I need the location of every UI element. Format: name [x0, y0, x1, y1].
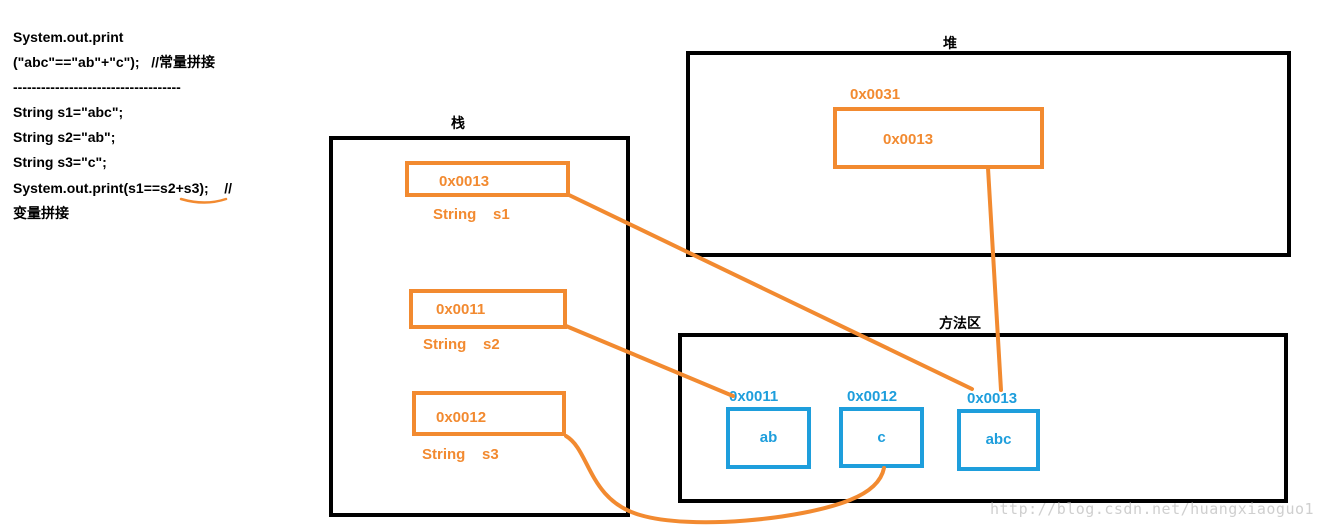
constant-address: 0x0012: [847, 388, 898, 405]
heap-title: 堆: [943, 35, 957, 51]
stack-var-box: 0x0012: [412, 391, 566, 436]
method-area-region: [678, 333, 1288, 503]
ref-line-s3: [564, 434, 886, 525]
stack-var-box: 0x0013: [405, 161, 570, 197]
stack-var-label: String s1: [433, 206, 510, 223]
stack-var-label: String s2: [423, 336, 500, 353]
code-line: String s3="c";: [13, 154, 107, 170]
constant-box: c: [839, 407, 924, 468]
heap-region: [686, 51, 1291, 257]
code-line: String s1="abc";: [13, 104, 124, 120]
code-line: ------------------------------------: [13, 79, 181, 95]
method-area-title: 方法区: [939, 315, 981, 331]
heap-object-address: 0x0031: [850, 86, 901, 103]
stack-region: [329, 136, 630, 517]
heap-object-box: 0x0013: [833, 107, 1044, 169]
watermark: http://blog.csdn.net/huangxiaoguo1: [990, 500, 1315, 518]
stack-var-label: String s3: [422, 446, 499, 463]
code-line: System.out.print: [13, 29, 124, 45]
stack-var-address: 0x0011: [436, 301, 486, 318]
constant-box: ab: [726, 407, 811, 469]
heap-object-value: 0x0013: [883, 131, 934, 148]
code-line: String s2="ab";: [13, 129, 116, 145]
code-line: System.out.print(s1==s2+s3); //: [13, 180, 233, 196]
code-line: 变量拼接: [13, 205, 69, 221]
stack-title: 栈: [451, 115, 465, 131]
ref-line-s1: [567, 193, 974, 391]
code-line: ("abc"=="ab"+"c"); //常量拼接: [13, 54, 216, 70]
ref-line-heap: [986, 166, 1003, 392]
constant-address: 0x0011: [729, 388, 779, 405]
constant-address: 0x0013: [967, 390, 1018, 407]
constant-box: abc: [957, 409, 1040, 471]
code-underline: [179, 197, 228, 204]
ref-line-s2: [564, 324, 735, 398]
stack-var-address: 0x0013: [439, 173, 490, 190]
stack-var-address: 0x0012: [436, 409, 487, 426]
stack-var-box: 0x0011: [409, 289, 567, 329]
